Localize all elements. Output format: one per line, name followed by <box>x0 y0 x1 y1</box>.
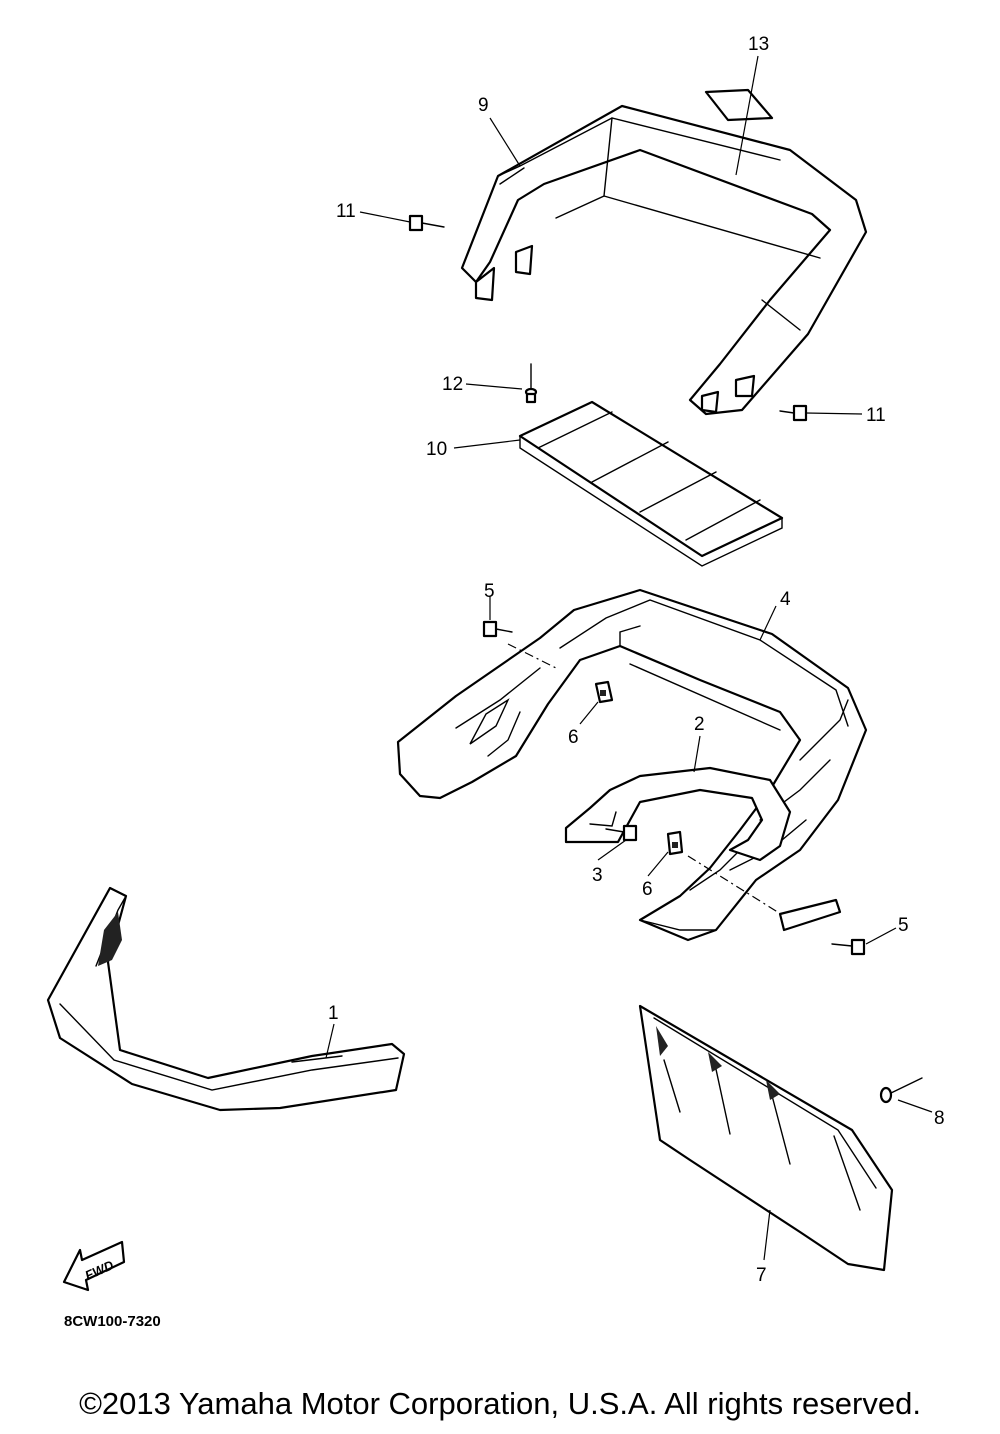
callout-4: 4 <box>780 589 791 610</box>
part-2-sub-frame <box>564 766 792 862</box>
part-8-rivet <box>879 1077 923 1104</box>
leader-lines <box>325 55 933 1261</box>
callout-11-left: 11 <box>336 201 356 222</box>
part-6-clip-top <box>594 680 614 704</box>
diagram-code: 8CW100-7320 <box>64 1313 161 1330</box>
part-5-bolt-top <box>482 620 513 638</box>
part-6-clip-lower <box>666 830 684 856</box>
callout-5-top: 5 <box>484 581 495 602</box>
part-11-bolt-right <box>779 404 808 422</box>
copyright-notice: ©2013 Yamaha Motor Corporation, U.S.A. A… <box>79 1386 921 1421</box>
callout-1: 1 <box>328 1003 339 1024</box>
callout-13: 13 <box>748 34 769 55</box>
part-10-floor-plate <box>518 400 784 567</box>
callout-7: 7 <box>756 1265 767 1286</box>
callout-3: 3 <box>592 865 603 886</box>
callout-9: 9 <box>478 95 489 116</box>
callout-6-top: 6 <box>568 727 579 748</box>
part-5-bolt-right <box>831 938 866 956</box>
callout-10: 10 <box>426 439 447 460</box>
part-12-rivet <box>524 363 538 404</box>
fwd-arrow-icon: FWD <box>62 1240 126 1292</box>
callout-5-right: 5 <box>898 915 909 936</box>
part-7-mud-flap <box>638 1004 894 1272</box>
callout-6-lower: 6 <box>642 879 653 900</box>
callout-12: 12 <box>442 374 463 395</box>
callout-11-right: 11 <box>866 405 886 426</box>
part-11-bolt-left <box>408 214 445 232</box>
bracket-right <box>778 898 842 932</box>
part-1-front-bumper <box>46 886 406 1112</box>
part-4-rear-guard <box>396 588 868 942</box>
part-9-rack-frame <box>460 104 868 416</box>
part-3-bolt <box>605 824 638 842</box>
callout-8: 8 <box>934 1108 945 1129</box>
callout-2: 2 <box>694 714 705 735</box>
part-13-label <box>704 88 774 122</box>
